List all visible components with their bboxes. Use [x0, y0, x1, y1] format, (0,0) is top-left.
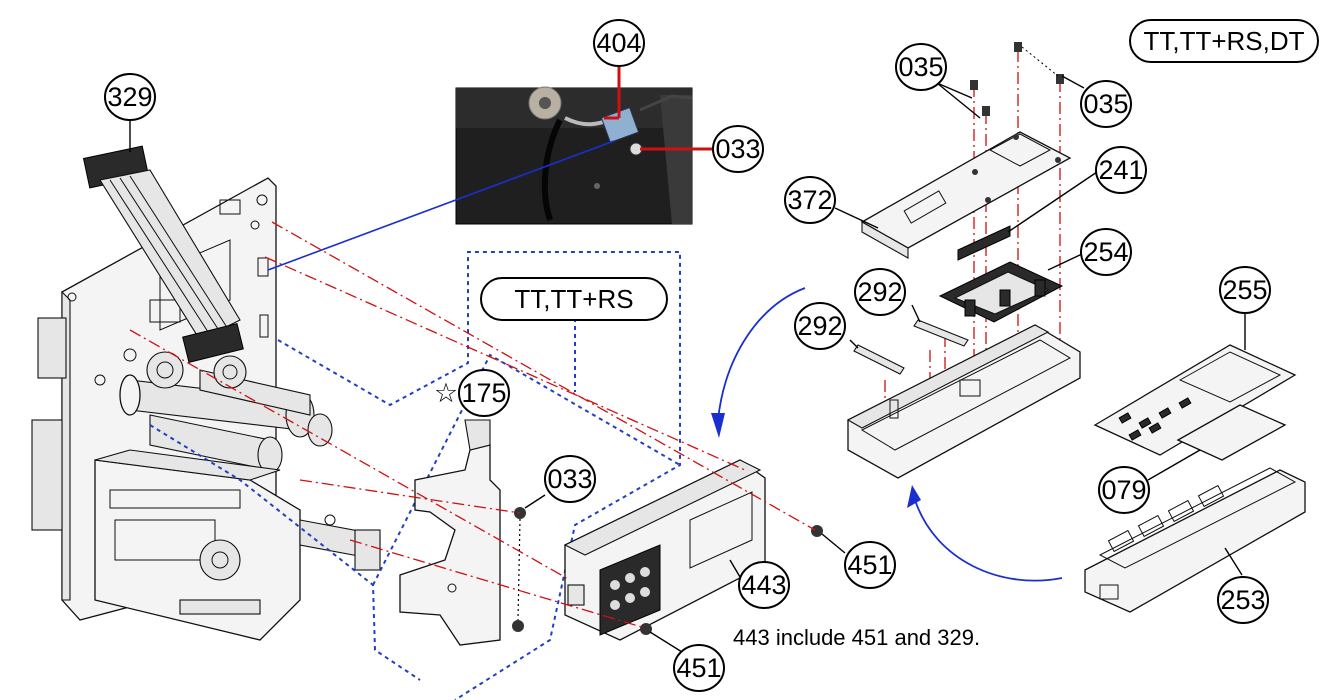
print-head-assembly: [94, 449, 381, 641]
inset-connection-line: [267, 140, 615, 271]
front-sheet-255-drawing: [1093, 344, 1297, 456]
callout-372-label: 372: [787, 185, 832, 215]
callout-292-upper: 292: [854, 268, 906, 316]
assembly-note: 443 include 451 and 329.: [733, 625, 980, 650]
callout-079-label: 079: [1101, 475, 1146, 505]
variant-badge-top-right-label: TT,TT+RS,DT: [1143, 26, 1304, 56]
ribbon-cable-329: [82, 145, 244, 363]
callout-253-label: 253: [1220, 585, 1265, 615]
callout-292-upper-label: 292: [857, 277, 902, 307]
button-rubber-254-drawing: [938, 261, 1064, 323]
variant-badge-top-right: TT,TT+RS,DT: [1129, 19, 1319, 63]
callout-033-photo: 033: [712, 125, 764, 173]
part-292-lower-drawing: [853, 344, 905, 375]
operation-panel-443-drawing: [563, 459, 766, 641]
variant-boundary-outline: [277, 251, 681, 700]
screw-451-bottom: [640, 623, 652, 635]
part-241-drawing: [957, 225, 1011, 261]
callout-175: ☆ 175: [434, 369, 510, 417]
callout-253: 253: [1217, 576, 1269, 624]
callout-255: 255: [1219, 266, 1271, 314]
leader-lines: [129, 66, 1246, 653]
callout-175-label: 175: [461, 378, 506, 408]
callout-443: 443: [738, 561, 790, 609]
callout-255-label: 255: [1222, 275, 1267, 305]
callout-329-label: 329: [107, 82, 152, 112]
screws-035: [970, 42, 1064, 116]
printer-chassis-drawing: [31, 145, 381, 641]
assembly-arrows: [711, 287, 1063, 582]
callout-241: 241: [1095, 146, 1147, 194]
circuit-board-372-drawing: [860, 131, 1072, 259]
callout-035-right-label: 035: [1083, 89, 1128, 119]
callout-079: 079: [1098, 466, 1150, 514]
callout-033-bracket-label: 033: [547, 464, 592, 494]
case-253-drawing: [1084, 467, 1306, 613]
callout-241-label: 241: [1098, 155, 1143, 185]
callout-292-lower: 292: [794, 302, 846, 350]
callout-451-right-label: 451: [847, 550, 892, 580]
callout-443-label: 443: [741, 570, 786, 600]
screws-033-bracket: [512, 507, 526, 632]
variant-badge-center-label: TT,TT+RS: [514, 284, 633, 314]
screw-451-right: [811, 525, 823, 537]
part-292-upper-drawing: [913, 319, 969, 347]
callout-451-right: 451: [844, 541, 896, 589]
callout-404: 404: [593, 19, 645, 67]
callout-372: 372: [784, 176, 836, 224]
variant-boundary-outline-inner: [372, 353, 681, 586]
callout-254: 254: [1080, 228, 1132, 276]
callout-033-bracket: 033: [544, 455, 596, 503]
variant-badge-center: TT,TT+RS: [480, 277, 668, 321]
callout-292-lower-label: 292: [797, 311, 842, 341]
callout-329: 329: [104, 73, 156, 121]
panel-frame-drawing: [846, 324, 1081, 479]
film-079-drawing: [1176, 404, 1287, 461]
callout-033-photo-label: 033: [715, 134, 760, 164]
callout-035-right: 035: [1080, 80, 1132, 128]
callout-254-label: 254: [1083, 237, 1128, 267]
callout-035-left-label: 035: [898, 52, 943, 82]
callout-451-bottom-label: 451: [676, 653, 721, 683]
assembly-centerlines: [129, 50, 1061, 629]
star-mark: ☆: [434, 378, 458, 408]
callout-035-left: 035: [895, 43, 947, 91]
bracket-175-drawing: [399, 419, 501, 646]
callout-451-bottom: 451: [673, 644, 725, 692]
ribbon-rollers: [119, 351, 333, 474]
callout-404-label: 404: [596, 28, 641, 58]
